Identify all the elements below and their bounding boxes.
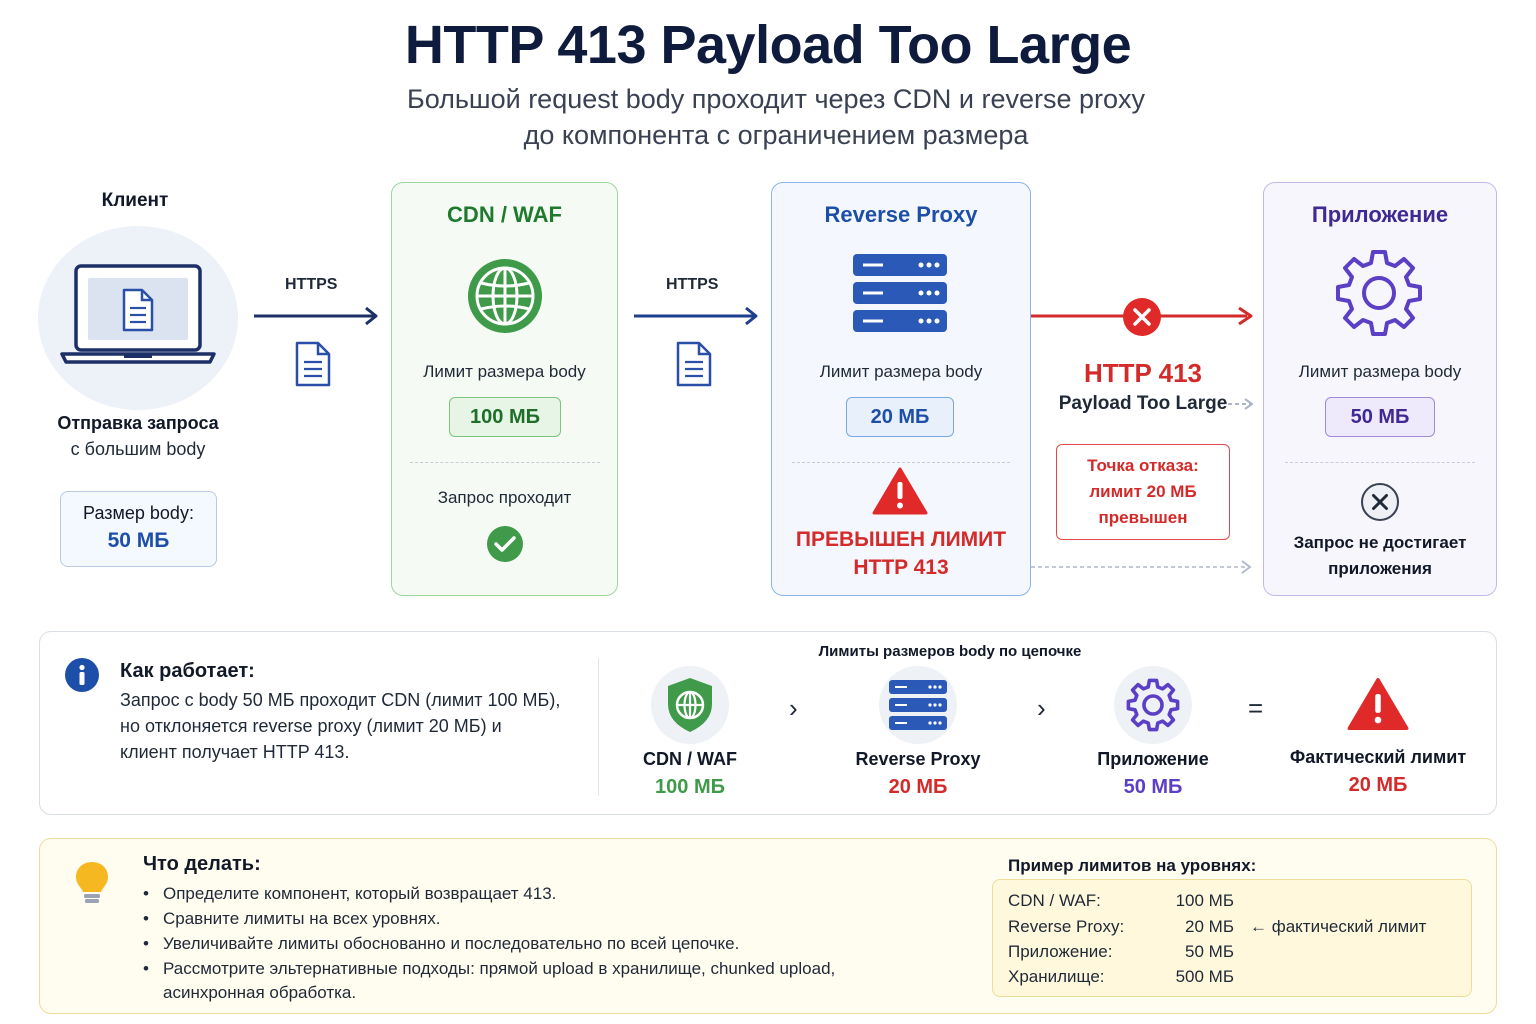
server-icon <box>889 680 947 730</box>
chain-equals: = <box>1248 693 1264 723</box>
lightbulb-icon <box>76 862 108 903</box>
how-line-3: клиент получает HTTP 413. <box>120 742 350 762</box>
globe-icon <box>468 259 542 333</box>
check-icon <box>487 526 523 562</box>
cdn-divider <box>410 462 600 463</box>
proxy-limit-value: 20 МБ <box>846 397 954 437</box>
failure-line-2: лимит 20 МБ <box>1089 482 1197 501</box>
error-x-icon <box>1123 298 1161 336</box>
proxy-exceeded-line-2: HTTP 413 <box>853 556 949 579</box>
bullet: • <box>143 909 149 928</box>
level-value: 20 МБ <box>1185 917 1234 936</box>
app-limit-value: 50 МБ <box>1325 397 1435 437</box>
bullet: • <box>143 884 149 903</box>
cdn-status: Запрос проходит <box>437 488 572 507</box>
chain-separator-2: › <box>1037 693 1046 723</box>
how-line-2: но отклоняется reverse proxy (лимит 20 М… <box>120 716 502 736</box>
todo-item-text: Рассмотрите эльтернативные подходы: прям… <box>163 959 836 978</box>
level-name: CDN / WAF: <box>1008 891 1101 910</box>
document-icon <box>676 341 712 387</box>
todo-item-text: Определите компонент, который возвращает… <box>163 884 557 903</box>
gear-icon <box>1336 250 1422 336</box>
https-label-1: HTTPS <box>285 276 338 293</box>
chain-separator-1: › <box>789 693 798 723</box>
level-value: 100 МБ <box>1175 891 1234 910</box>
level-note: ← фактический лимит <box>1250 917 1427 936</box>
todo-item: • Увеличивайте лимиты обоснованно и после… <box>143 934 739 954</box>
chain-effective-value: 20 МБ <box>1348 774 1408 796</box>
proxy-limit-label: Лимит размера body <box>819 362 983 381</box>
chain-cdn-name: CDN / WAF <box>643 749 737 769</box>
warning-icon <box>1347 677 1409 731</box>
level-value: 50 МБ <box>1185 942 1234 961</box>
chain-app-name: Приложение <box>1097 749 1209 769</box>
chain-app-value: 50 МБ <box>1123 776 1183 798</box>
subtitle-line-2: до компонента с ограничением размера <box>523 120 1029 150</box>
app-limit-label: Лимит размера body <box>1298 362 1462 381</box>
chain-proxy-value: 20 МБ <box>888 776 948 798</box>
server-icon <box>853 254 947 332</box>
https-label-2: HTTPS <box>666 276 719 293</box>
todo-item: • Рассмотрите эльтернативные подходы: пря… <box>143 959 835 979</box>
todo-item-text: Увеличивайте лимиты обоснованно и послед… <box>163 934 740 953</box>
level-value: 500 МБ <box>1175 967 1234 986</box>
todo-item-text: Сравните лимиты на всех уровнях. <box>163 909 441 928</box>
proxy-divider <box>792 462 1010 463</box>
todo-title: Что делать: <box>143 853 261 875</box>
client-size-value: 50 МБ <box>107 529 170 552</box>
levels-title: Пример лимитов на уровнях: <box>1008 856 1257 875</box>
cdn-title: CDN / WAF <box>447 202 562 227</box>
info-icon <box>65 658 99 692</box>
how-it-works-panel <box>39 631 1497 815</box>
how-line-1: Запрос с body 50 МБ проходит CDN (лимит … <box>120 690 561 710</box>
arrow-cdn-to-proxy <box>634 306 758 326</box>
bullet: • <box>143 959 149 978</box>
app-divider <box>1285 462 1475 463</box>
todo-item: • Сравните лимиты на всех уровнях. <box>143 909 440 929</box>
warning-icon <box>872 467 928 515</box>
app-status-line-1: Запрос не достигает <box>1293 533 1467 552</box>
shield-globe-icon <box>668 678 712 732</box>
proxy-title: Reverse Proxy <box>824 202 978 227</box>
client-size-label: Размер body: <box>83 503 194 523</box>
todo-item-continuation: асинхронная обработка. <box>163 983 357 1002</box>
page-title: HTTP 413 Payload Too Large <box>404 15 1132 75</box>
subtitle-line-1: Большой request body проходит через CDN … <box>406 84 1146 114</box>
chain-title: Лимиты размеров body по цепочке <box>818 643 1082 660</box>
level-name: Приложение: <box>1008 942 1113 961</box>
gear-icon <box>1126 678 1180 732</box>
proxy-exceeded-line-1: ПРЕВЫШЕН ЛИМИТ <box>795 528 1007 551</box>
chain-effective-name: Фактический лимит <box>1289 747 1467 767</box>
levels-box <box>992 879 1472 997</box>
how-divider <box>598 658 599 796</box>
failure-line-3: превышен <box>1098 508 1188 527</box>
client-caption-line-1: Отправка запроса <box>57 413 219 433</box>
todo-item: • Определите компонент, который возвращае… <box>143 884 556 904</box>
failure-point-box <box>1056 444 1230 540</box>
cdn-limit-label: Лимит размера body <box>423 362 586 381</box>
error-text: Payload Too Large <box>1058 393 1228 414</box>
dashed-arrow-right <box>1228 398 1254 410</box>
laptop-icon <box>60 264 216 364</box>
arrow-client-to-cdn <box>254 306 378 326</box>
level-name: Reverse Proxy: <box>1008 917 1125 936</box>
dashed-arrow-bottom <box>1031 560 1252 574</box>
failure-line-1: Точка отказа: <box>1087 456 1199 475</box>
cdn-limit-value: 100 МБ <box>449 397 561 437</box>
blocked-x-icon <box>1361 483 1399 521</box>
app-status-line-2: приложения <box>1328 559 1432 578</box>
proxy-stage <box>771 182 1031 596</box>
client-size-box <box>60 491 217 567</box>
client-caption-line-2: с большим body <box>70 439 206 459</box>
chain-cdn-value: 100 МБ <box>655 776 725 798</box>
client-title: Клиент <box>101 190 169 211</box>
app-title: Приложение <box>1311 202 1449 227</box>
bullet: • <box>143 934 149 953</box>
error-code: HTTP 413 <box>1083 358 1202 388</box>
level-name: Хранилище: <box>1008 967 1105 986</box>
how-title: Как работает: <box>120 660 255 682</box>
document-icon <box>295 341 331 387</box>
chain-proxy-name: Reverse Proxy <box>855 749 981 769</box>
